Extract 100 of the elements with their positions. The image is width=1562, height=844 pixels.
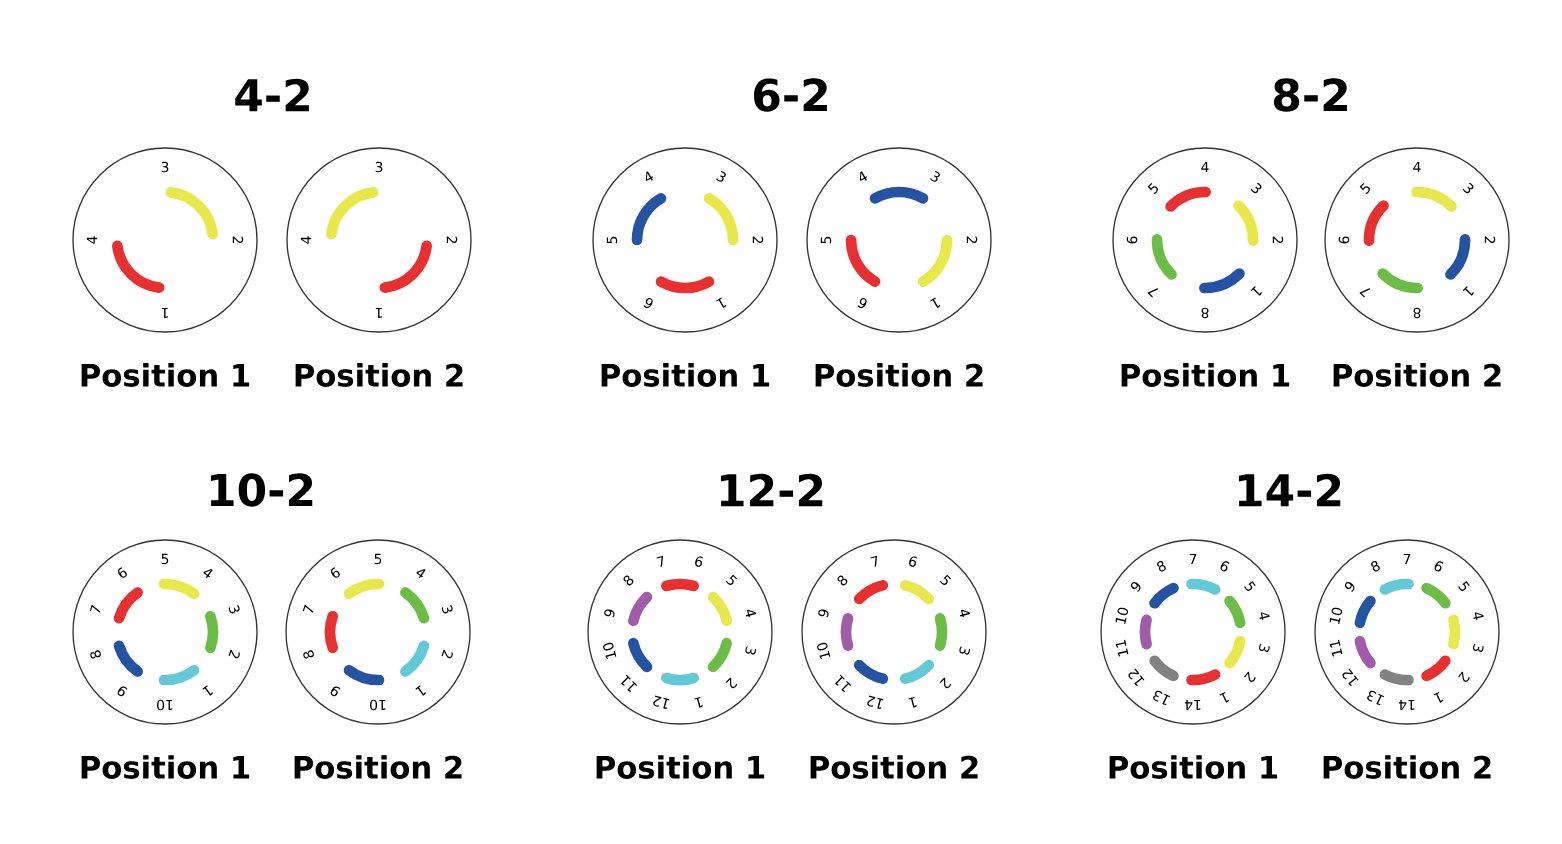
port-number: 7 bbox=[1147, 288, 1159, 298]
port-number: 3 bbox=[1250, 182, 1262, 194]
port-number: 6 bbox=[1220, 561, 1230, 572]
port-number: 3 bbox=[161, 161, 169, 173]
port-number: 2 bbox=[1244, 671, 1256, 682]
port-number: 5 bbox=[1244, 580, 1256, 591]
port-number: 3 bbox=[228, 605, 240, 614]
port-number: 2 bbox=[966, 236, 978, 244]
port-number: 5 bbox=[939, 574, 952, 585]
port-number: 3 bbox=[441, 605, 453, 614]
port-number: 1 bbox=[930, 297, 941, 309]
port-number: 4 bbox=[1259, 612, 1270, 620]
port-number: 6 bbox=[117, 567, 127, 578]
position-label: Position 2 bbox=[1323, 755, 1491, 779]
port-number: 4 bbox=[1201, 161, 1209, 173]
port-number: 2 bbox=[228, 649, 240, 659]
port-number: 1 bbox=[202, 685, 213, 696]
title: 8-2 bbox=[1273, 78, 1347, 112]
title: 4-2 bbox=[235, 78, 309, 112]
port-number: 1 bbox=[161, 307, 168, 319]
port-number: 8 bbox=[623, 575, 634, 586]
port-number: 13 bbox=[1367, 690, 1384, 706]
port-number: 5 bbox=[1458, 580, 1470, 591]
port-number: 7 bbox=[302, 604, 314, 613]
port-number: 2 bbox=[939, 677, 952, 689]
port-number: 11 bbox=[835, 674, 852, 693]
port-number: 3 bbox=[1462, 182, 1474, 194]
port-number: 8 bbox=[1157, 561, 1166, 572]
port-number: 12 bbox=[867, 695, 884, 709]
position-label: Position 1 bbox=[81, 363, 250, 387]
port-number: 5 bbox=[606, 236, 618, 244]
port-number: 4 bbox=[1473, 612, 1484, 620]
port-number: 7 bbox=[1359, 288, 1371, 298]
port-number: 6 bbox=[1338, 236, 1350, 244]
port-number: 9 bbox=[1344, 582, 1355, 592]
port-number: 10 bbox=[1329, 607, 1343, 624]
port-number: 3 bbox=[1473, 643, 1484, 652]
port-number: 1 bbox=[1219, 692, 1230, 703]
port-number: 6 bbox=[695, 556, 703, 567]
port-number: 4 bbox=[959, 609, 970, 618]
port-number: 3 bbox=[1259, 643, 1270, 652]
port-number: 4 bbox=[300, 236, 312, 244]
position-label: Position 1 bbox=[1121, 363, 1290, 387]
port-number: 4 bbox=[645, 171, 654, 181]
title: 12-2 bbox=[720, 473, 823, 507]
port-number: 1 bbox=[1250, 286, 1262, 296]
port-number: 4 bbox=[745, 609, 756, 618]
port-number: 7 bbox=[656, 555, 664, 567]
title: 10-2 bbox=[210, 473, 313, 507]
port-number: 8 bbox=[1413, 307, 1421, 319]
port-number: 12 bbox=[1342, 668, 1359, 687]
port-number: 9 bbox=[1130, 582, 1141, 592]
port-number: 8 bbox=[1371, 561, 1380, 572]
title: 6-2 bbox=[754, 78, 827, 112]
port-number: 8 bbox=[1201, 307, 1209, 319]
position-label: Position 1 bbox=[1109, 755, 1278, 779]
port-number: 10 bbox=[370, 699, 386, 711]
port-number: 1 bbox=[1433, 692, 1444, 703]
port-number: 2 bbox=[1272, 236, 1284, 244]
port-number: 9 bbox=[818, 609, 829, 618]
port-number: 5 bbox=[1359, 182, 1370, 195]
port-number: 10 bbox=[603, 642, 617, 660]
position-label: Position 2 bbox=[294, 755, 462, 779]
port-number: 14 bbox=[1398, 699, 1415, 711]
port-number: 4 bbox=[86, 236, 98, 244]
port-number: 1 bbox=[415, 685, 426, 696]
position-label: Position 1 bbox=[596, 755, 765, 779]
port-number: 4 bbox=[859, 171, 868, 181]
port-number: 9 bbox=[330, 686, 341, 697]
position-label: Position 2 bbox=[1333, 363, 1501, 387]
port-number: 1 bbox=[908, 696, 917, 708]
port-number: 5 bbox=[725, 574, 738, 585]
port-number: 6 bbox=[643, 298, 653, 308]
port-number: 6 bbox=[1434, 561, 1444, 572]
port-number: 5 bbox=[820, 236, 832, 244]
port-number: 11 bbox=[621, 674, 638, 693]
port-number: 1 bbox=[375, 307, 382, 319]
port-number: 4 bbox=[203, 569, 213, 579]
position-label: Position 2 bbox=[810, 755, 978, 779]
port-number: 8 bbox=[837, 575, 848, 586]
port-number: 14 bbox=[1184, 699, 1201, 711]
port-number: 8 bbox=[90, 650, 101, 659]
port-number: 2 bbox=[441, 649, 453, 659]
position-label: Position 2 bbox=[295, 363, 463, 387]
port-number: 7 bbox=[1189, 553, 1197, 565]
port-number: 6 bbox=[330, 567, 340, 578]
port-number: 5 bbox=[1147, 182, 1158, 195]
port-number: 3 bbox=[716, 171, 726, 182]
port-number: 4 bbox=[1413, 161, 1421, 173]
port-number: 5 bbox=[374, 553, 382, 565]
port-number: 6 bbox=[1126, 236, 1138, 244]
port-number: 11 bbox=[1329, 639, 1343, 657]
port-number: 12 bbox=[653, 695, 670, 709]
port-number: 3 bbox=[375, 161, 383, 173]
port-number: 10 bbox=[1115, 607, 1129, 624]
port-number: 1 bbox=[1462, 286, 1474, 296]
port-number: 3 bbox=[930, 171, 940, 182]
title: 14-2 bbox=[1238, 473, 1341, 507]
port-number: 2 bbox=[725, 677, 738, 689]
port-number: 2 bbox=[232, 236, 244, 244]
